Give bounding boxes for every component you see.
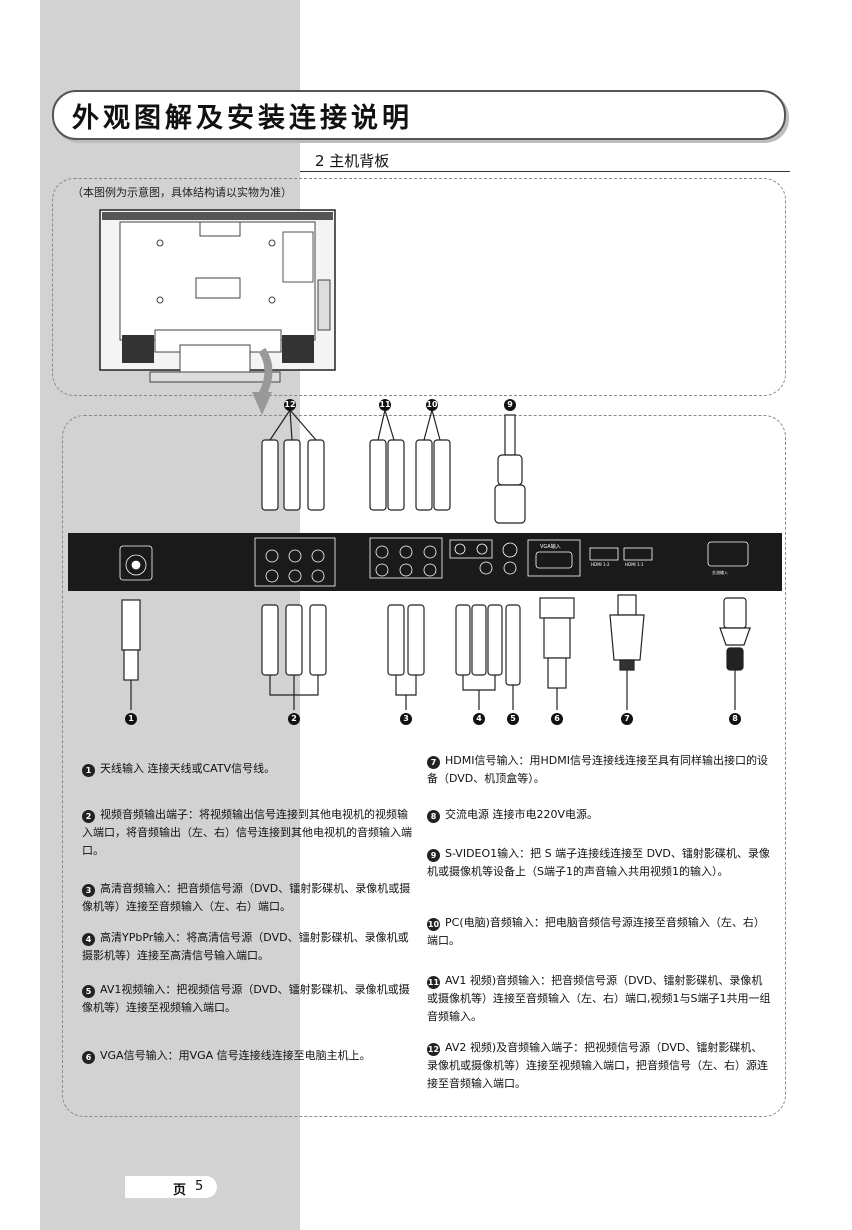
page-title: 外观图解及安装连接说明 bbox=[72, 103, 413, 134]
section-heading: 2 主机背板 bbox=[315, 152, 390, 170]
page-label: 页 bbox=[173, 1183, 187, 1198]
callout-9: 9 bbox=[504, 399, 516, 411]
connector-panel bbox=[68, 533, 782, 591]
description-text: 高清YPbPr输入：将高清信号源（DVD、镭射影碟机、录像机或摄影机等）连接至高… bbox=[82, 931, 409, 962]
hdmi-1-2-panel-label: HDMI 1-2 bbox=[591, 562, 610, 567]
hdmi-1-1-panel-label: HDMI 1-1 bbox=[625, 562, 644, 567]
title-frame bbox=[52, 90, 786, 140]
description-number: 9 bbox=[427, 849, 440, 862]
description-item: 1 天线输入 连接天线或CATV信号线。 bbox=[82, 760, 412, 778]
section-underline bbox=[300, 171, 790, 172]
description-text: AV2 视频)及音频输入端子：把视频信号源（DVD、镭射影碟机、录像机或摄像机等… bbox=[427, 1041, 768, 1090]
description-number: 5 bbox=[82, 985, 95, 998]
description-item: 8 交流电源 连接市电220V电源。 bbox=[427, 806, 772, 824]
description-text: 交流电源 连接市电220V电源。 bbox=[445, 808, 599, 821]
description-number: 2 bbox=[82, 810, 95, 823]
description-number: 3 bbox=[82, 884, 95, 897]
bottom-cables bbox=[121, 594, 751, 710]
description-number: 7 bbox=[427, 756, 440, 769]
description-number: 6 bbox=[82, 1051, 95, 1064]
callout-5: 5 bbox=[507, 713, 519, 725]
page-number-tab bbox=[125, 1176, 217, 1198]
callout-2: 2 bbox=[288, 713, 300, 725]
description-number: 8 bbox=[427, 810, 440, 823]
callout-11: 11 bbox=[379, 399, 391, 411]
description-number: 4 bbox=[82, 933, 95, 946]
callout-4: 4 bbox=[473, 713, 485, 725]
callout-7: 7 bbox=[621, 713, 633, 725]
description-text: HDMI信号输入：用HDMI信号连接线连接至具有同样输出接口的设备（DVD、机顶… bbox=[427, 754, 768, 785]
callout-6: 6 bbox=[551, 713, 563, 725]
callout-10: 10 bbox=[426, 399, 438, 411]
tv-back-drawing bbox=[99, 209, 336, 415]
callout-1: 1 bbox=[125, 713, 137, 725]
callout-8: 8 bbox=[729, 713, 741, 725]
page-number: 5 bbox=[195, 1179, 204, 1194]
description-text: S-VIDEO1输入：把 S 端子连接线连接至 DVD、镭射影碟机、录像机或摄像… bbox=[427, 847, 770, 878]
vga-panel-label: VGA输入 bbox=[540, 543, 561, 550]
description-number: 12 bbox=[427, 1043, 440, 1056]
top-cables bbox=[261, 409, 526, 524]
tv-rear-illustration-frame bbox=[52, 178, 786, 396]
connection-diagram-frame bbox=[62, 415, 786, 1117]
description-text: VGA信号输入：用VGA 信号连接线连接至电脑主机上。 bbox=[100, 1049, 371, 1062]
description-text: 高清音频输入：把音频信号源（DVD、镭射影碟机、录像机或摄像机等）连接至音频输入… bbox=[82, 882, 411, 913]
description-number: 1 bbox=[82, 764, 95, 777]
left-grey-band bbox=[40, 0, 300, 1230]
description-text: 天线输入 连接天线或CATV信号线。 bbox=[100, 762, 276, 775]
description-number: 11 bbox=[427, 976, 440, 989]
power-panel-label: 交流输入 bbox=[712, 569, 728, 575]
diagram-note: （本图例为示意图，具体结构请以实物为准） bbox=[72, 186, 292, 199]
description-text: AV1视频输入：把视频信号源（DVD、镭射影碟机、录像机或摄像机等）连接至视频输… bbox=[82, 983, 410, 1014]
description-number: 10 bbox=[427, 918, 440, 931]
description-item: 6 VGA信号输入：用VGA 信号连接线连接至电脑主机上。 bbox=[82, 1047, 412, 1065]
description-text: PC(电脑)音频输入：把电脑音频信号源连接至音频输入（左、右）端口。 bbox=[427, 916, 765, 947]
description-text: 视频音频输出端子：将视频输出信号连接到其他电视机的视频输入端口，将音频输出（左、… bbox=[82, 808, 412, 857]
callout-12: 12 bbox=[284, 399, 296, 411]
description-text: AV1 视频)音频输入：把音频信号源（DVD、镭射影碟机、录像机或摄像机等）连接… bbox=[427, 974, 771, 1023]
callout-3: 3 bbox=[400, 713, 412, 725]
